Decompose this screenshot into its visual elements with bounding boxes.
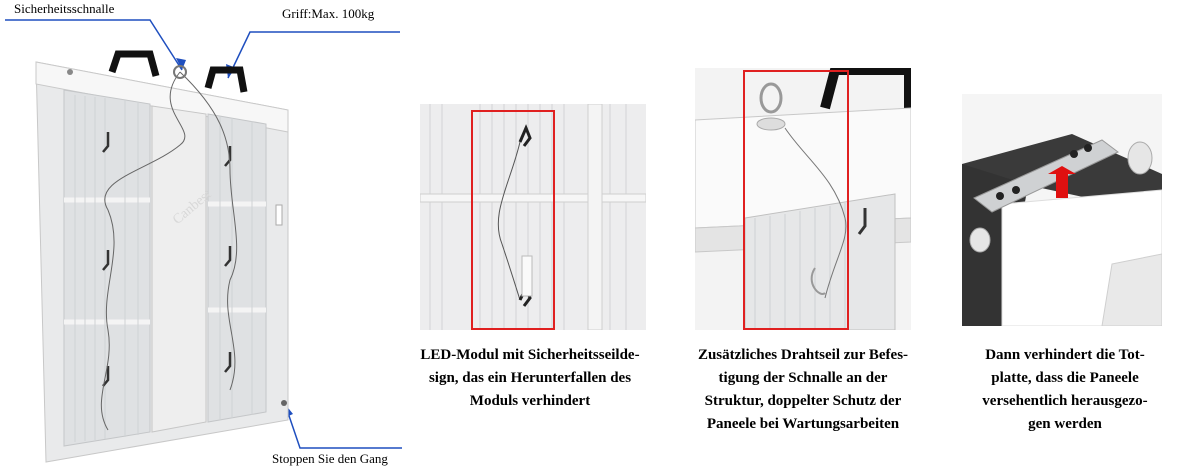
led-module-photo	[420, 104, 646, 330]
highlight-box-2	[743, 70, 849, 330]
caption-3-line: gen werden	[1028, 416, 1102, 432]
caption-3: Dann verhindert die Tot- platte, dass di…	[955, 344, 1175, 436]
cabinet-image	[35, 50, 289, 463]
stopper-label: Stoppen Sie den Gang	[272, 451, 388, 466]
caption-2-line: Zusätzliches Drahtseil zur Befes-	[697, 347, 909, 363]
caption-1-line: Moduls verhindert	[469, 393, 591, 409]
safety-buckle-label: Sicherheitsschnalle	[14, 1, 115, 16]
wire-rope-photo	[695, 68, 911, 330]
caption-2-line: Paneele bei Wartungsarbeiten	[706, 416, 900, 432]
caption-3-line: versehentlich herausgezo-	[982, 393, 1148, 409]
lock-plate-photo	[962, 94, 1162, 326]
caption-3-line: platte, dass die Paneele	[991, 370, 1139, 386]
caption-3-line: Dann verhindert die Tot-	[985, 347, 1145, 363]
caption-2-line: Struktur, doppelter Schutz der	[704, 393, 902, 409]
caption-1: LED-Modul mit Sicherheitsseilde- sign, d…	[385, 344, 675, 413]
caption-2: Zusätzliches Drahtseil zur Befes- tigung…	[672, 344, 934, 436]
caption-1-line: sign, das ein Herunterfallen des	[428, 370, 632, 386]
handle-label: Griff:Max. 100kg	[282, 6, 375, 21]
highlight-box-1	[471, 110, 555, 330]
caption-2-line: tigung der Schnalle an der	[718, 370, 888, 386]
caption-1-line: LED-Modul mit Sicherheitsseilde-	[420, 347, 640, 363]
